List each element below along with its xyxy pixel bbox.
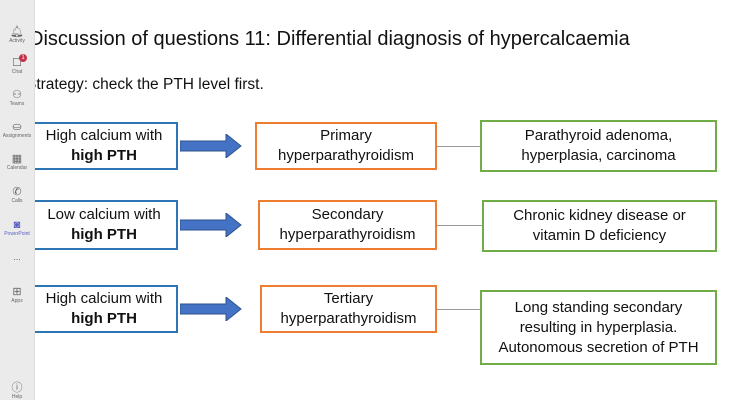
arrow-right-icon [180, 213, 242, 237]
cause-box: Parathyroid adenoma, hyperplasia, carcino… [480, 120, 717, 172]
condition-box: Low calcium with high PTH [35, 200, 178, 250]
assignments-icon: ⛀ [12, 121, 22, 133]
cause-line: Parathyroid adenoma, [524, 127, 673, 144]
diagnosis-box: Tertiary hyperparathyroidism [260, 285, 437, 333]
apps-icon: ⊞ [12, 286, 22, 298]
slide: Discussion of questions 11: Differential… [35, 0, 731, 400]
diagnosis-title: Tertiary [323, 290, 374, 307]
arrow-right-icon [180, 134, 242, 158]
sidebar-item-assignments[interactable]: ⛀Assignments [0, 121, 34, 140]
condition-box: High calcium with high PTH [35, 285, 178, 333]
condition-text: High calcium with [45, 127, 163, 144]
cause-line: Chronic kidney disease or [513, 207, 686, 224]
sidebar-item-activity[interactable]: 🔔︎Activity [0, 26, 34, 45]
cause-line: hyperplasia, carcinoma [521, 147, 676, 164]
cause-line: resulting in hyperplasia. [519, 318, 678, 336]
condition-text: High calcium with [45, 290, 163, 307]
diagnosis-box: Primary hyperparathyroidism [255, 122, 437, 170]
diagnosis-subtitle: hyperparathyroidism [279, 226, 416, 243]
diagnosis-box: Secondary hyperparathyroidism [258, 200, 437, 250]
cause-box: Chronic kidney disease or vitamin D defic… [482, 200, 717, 252]
teams-icon: ⚇ [12, 89, 22, 101]
sidebar-item-calls[interactable]: ✆Calls [0, 186, 34, 205]
cause-box: Long standing secondary resulting in hype… [480, 290, 717, 365]
arrow-right-icon [180, 297, 242, 321]
sidebar-item-apps[interactable]: ⊞Apps [0, 286, 34, 305]
condition-bold-text: high PTH [71, 310, 137, 327]
diagnosis-title: Primary [320, 127, 372, 144]
phone-icon: ✆ [12, 186, 22, 198]
sidebar-item-powerpoint[interactable]: ◙PowerPoint [0, 219, 34, 238]
connector-line [437, 309, 480, 310]
unread-badge: 1 [19, 54, 27, 62]
sidebar-item-teams[interactable]: ⚇Teams [0, 89, 34, 108]
condition-text: Low calcium with [47, 206, 161, 223]
diagnosis-subtitle: hyperparathyroidism [280, 310, 417, 327]
slide-title: Discussion of questions 11: Differential… [35, 28, 630, 50]
help-icon: ⓘ [11, 382, 23, 394]
cause-line: Long standing secondary [514, 298, 683, 316]
connector-line [437, 146, 480, 147]
sidebar-more-button[interactable]: ... [13, 254, 21, 261]
chat-icon: ☐ [12, 57, 22, 69]
connector-line [437, 225, 482, 226]
calendar-icon: ▦ [11, 153, 23, 165]
condition-bold-text: high PTH [71, 147, 137, 164]
bell-icon: 🔔︎ [10, 26, 24, 38]
condition-box: High calcium with high PTH [35, 122, 178, 170]
condition-bold-text: high PTH [71, 226, 137, 243]
powerpoint-icon: ◙ [13, 219, 21, 231]
diagnosis-subtitle: hyperparathyroidism [278, 147, 414, 164]
cause-line: vitamin D deficiency [532, 227, 667, 244]
strategy-text: Strategy: check the PTH level first. [35, 76, 264, 93]
sidebar-item-calendar[interactable]: ▦Calendar [0, 153, 34, 172]
diagnosis-title: Secondary [311, 206, 384, 223]
cause-line: Autonomous secretion of PTH [498, 338, 699, 356]
